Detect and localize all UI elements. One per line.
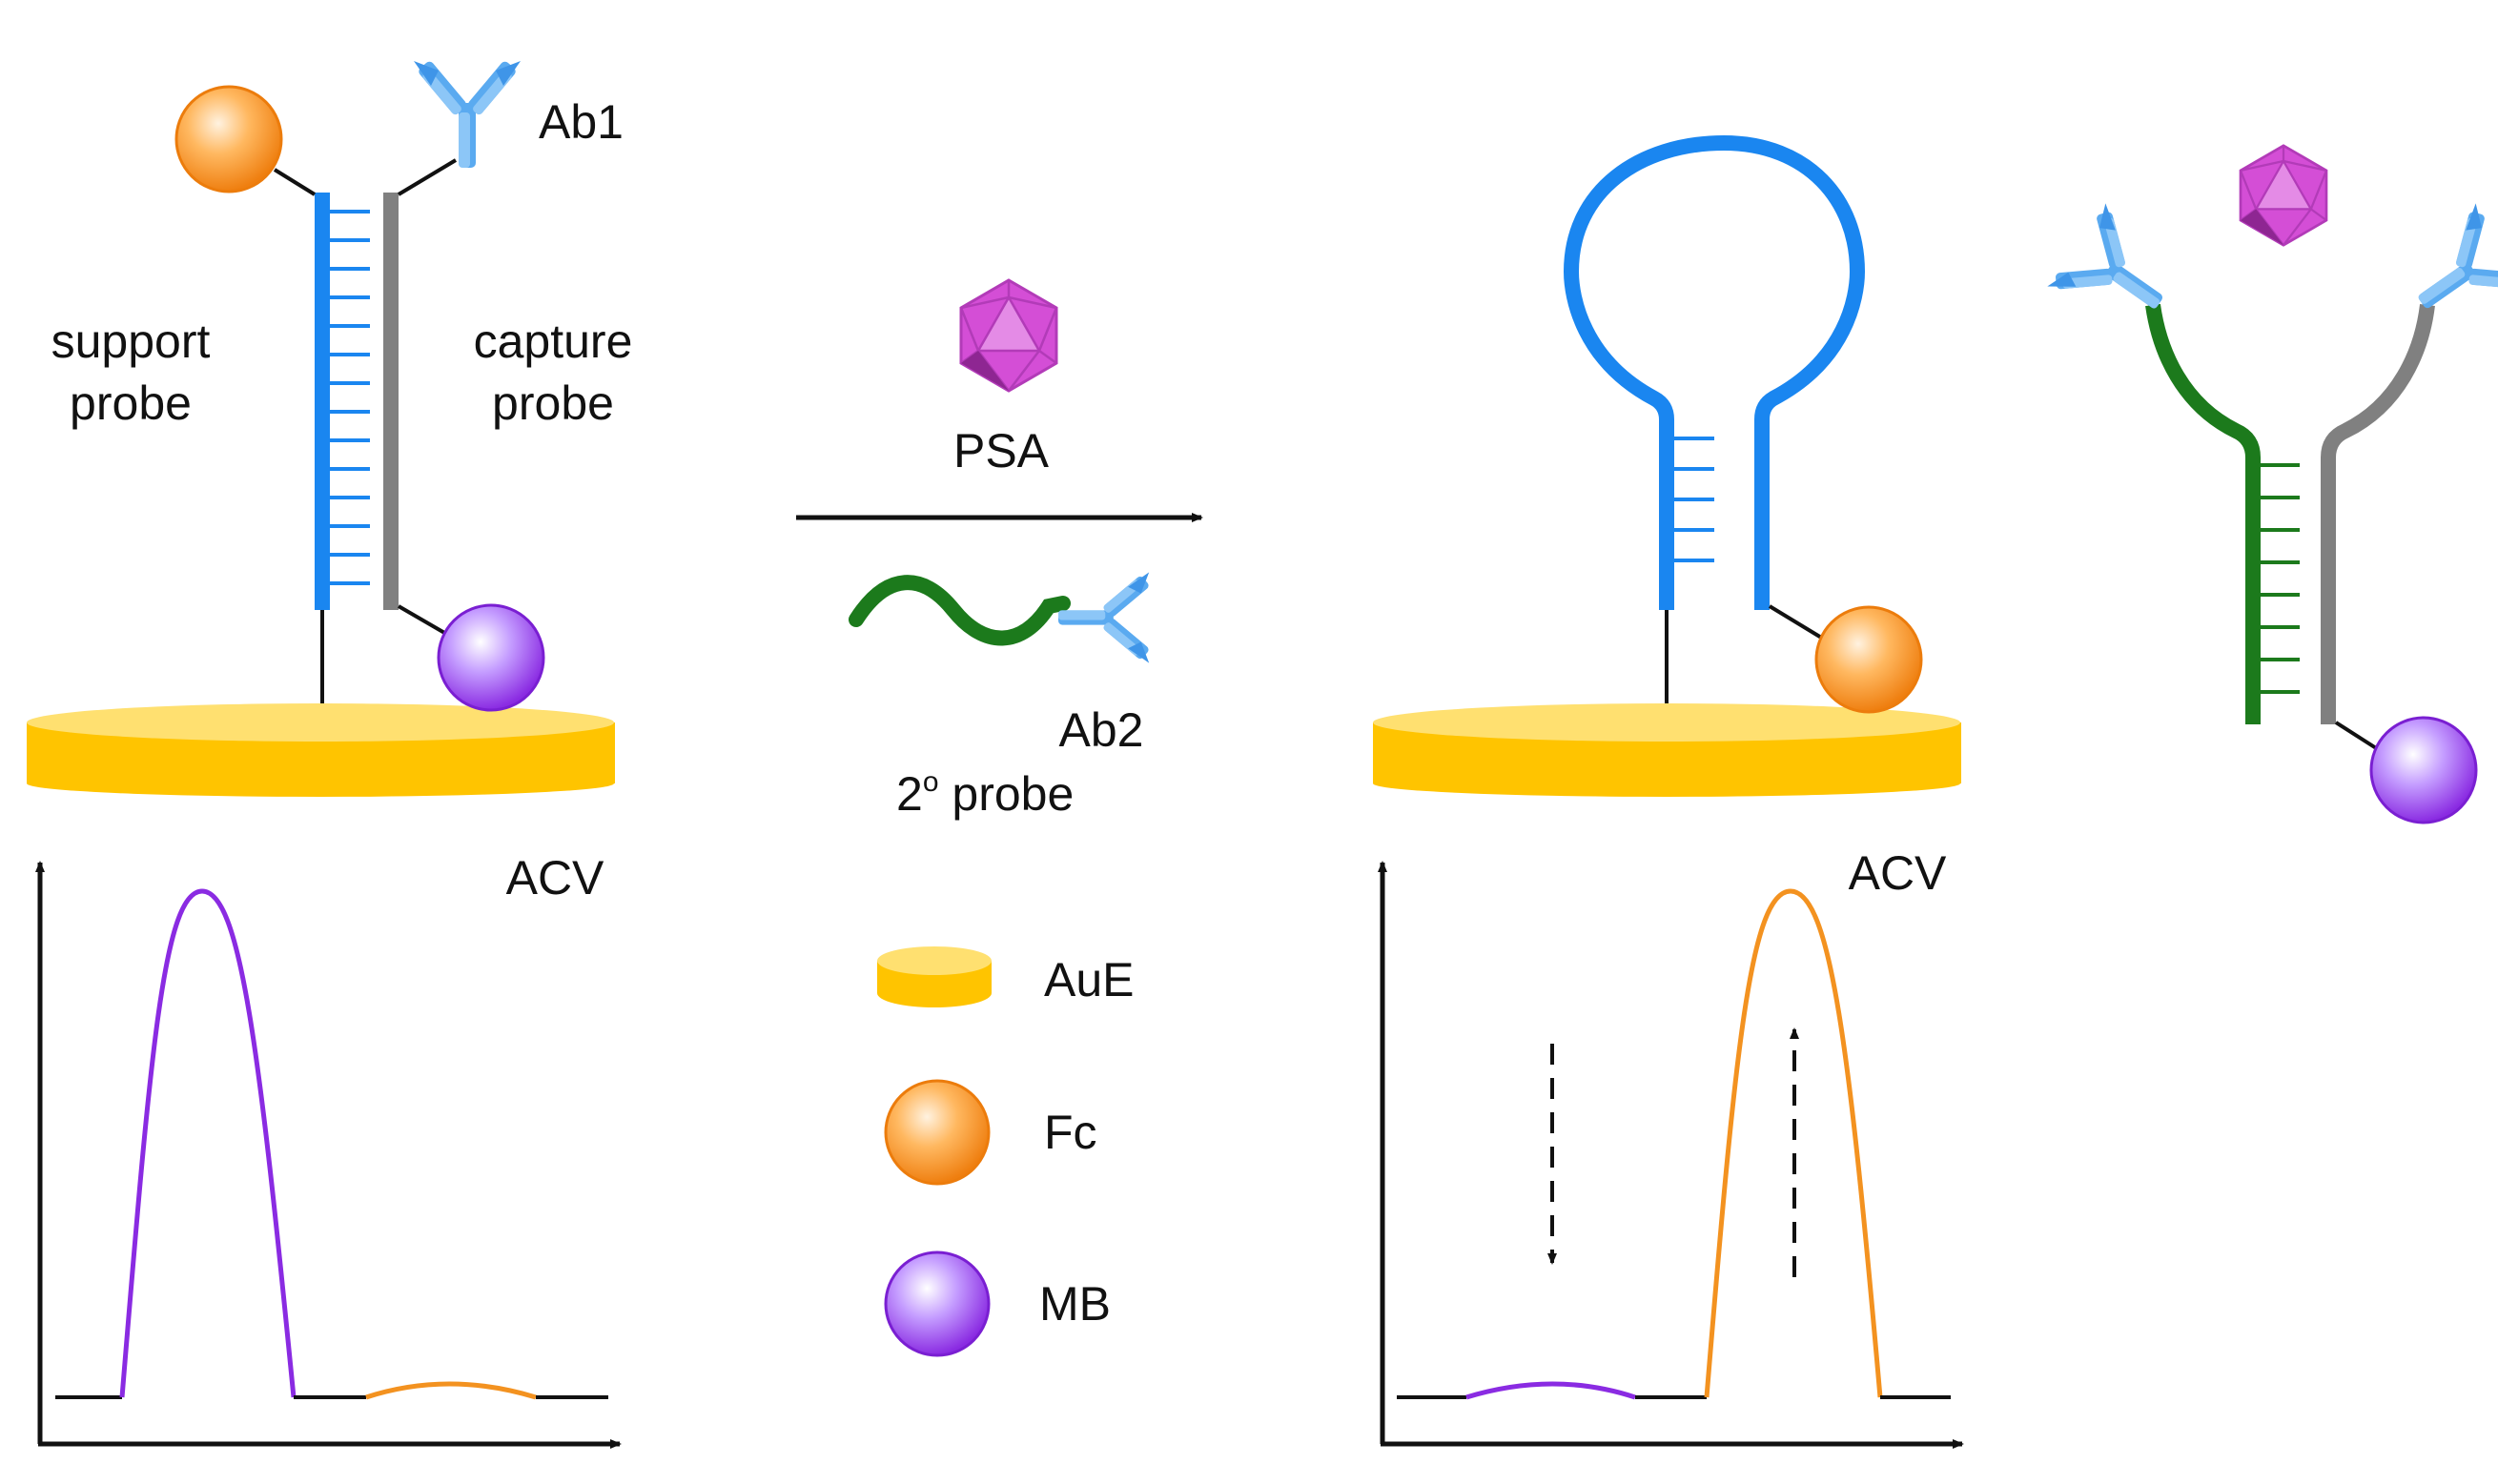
- complex-mb-sphere: [2369, 716, 2478, 824]
- capture-probe-label-line2: probe: [492, 376, 614, 430]
- legend-aue: AuE: [877, 946, 1135, 1007]
- support-probe-label-line2: probe: [70, 376, 192, 430]
- hairpin-fc-linker: [1768, 604, 1825, 640]
- left-fc-peak: [365, 1381, 537, 1400]
- legend-mb-icon: [884, 1250, 991, 1357]
- acv-label-left: ACV: [506, 851, 604, 905]
- second-probe-rest: probe: [939, 767, 1075, 821]
- right-acv-plot: ACV: [1378, 846, 1964, 1449]
- secondary-strand-wave: [849, 575, 1071, 646]
- legend-fc-label: Fc: [1044, 1106, 1097, 1159]
- hairpin-stem-pairs: [1674, 437, 1714, 562]
- ab2-antibody: [1058, 572, 1151, 663]
- reaction-reagents: PSA Ab2 2o probe: [796, 278, 1203, 821]
- second-probe-label: 2o probe: [896, 766, 1074, 821]
- legend-mb-label: MB: [1039, 1277, 1111, 1331]
- left-acv-plot: ACV: [35, 851, 622, 1449]
- ab1-linker: [397, 158, 458, 196]
- support-probe-label-line1: support: [51, 315, 211, 368]
- ab2-label: Ab2: [1059, 703, 1144, 757]
- bound-psa-icon: [2239, 144, 2328, 247]
- fc-sphere: [174, 85, 283, 193]
- bound-ab2-antibody: [2046, 202, 2189, 345]
- capture-strand-arm: [2321, 303, 2435, 724]
- hairpin-strand: [1563, 134, 1866, 610]
- capture-probe-label-line1: capture: [474, 315, 633, 368]
- secondary-strand-arm: [2145, 303, 2261, 724]
- legend-mb: MB: [884, 1250, 1111, 1357]
- left-sensor: Ab1 support probe capture probe: [27, 59, 633, 797]
- fc-linker: [273, 168, 317, 196]
- legend-fc: Fc: [884, 1079, 1097, 1186]
- right-mb-peak: [1465, 1381, 1636, 1400]
- legend-aue-label: AuE: [1044, 953, 1135, 1006]
- released-complex: [2046, 144, 2498, 824]
- second-probe-base: 2: [896, 767, 923, 821]
- legend: AuE Fc MB: [877, 946, 1135, 1357]
- right-electrode: [1373, 703, 1961, 797]
- second-probe-sup: o: [923, 766, 939, 798]
- left-mb-peak: [119, 888, 297, 1398]
- complex-base-pairs: [2261, 463, 2300, 694]
- support-strand: [315, 193, 370, 610]
- left-electrode: [27, 703, 615, 797]
- ab1-antibody: [414, 59, 521, 168]
- hairpin-fc-sphere: [1814, 605, 1923, 714]
- legend-fc-icon: [884, 1079, 991, 1186]
- psa-label: PSA: [953, 424, 1050, 478]
- mb-linker: [397, 604, 448, 636]
- right-fc-peak: [1704, 888, 1883, 1398]
- bound-ab1-antibody: [2392, 202, 2498, 345]
- mb-sphere: [437, 603, 545, 712]
- ab1-label: Ab1: [539, 95, 624, 149]
- psa-icon: [959, 278, 1058, 393]
- acv-label-right: ACV: [1849, 846, 1947, 900]
- right-sensor: [1373, 134, 1961, 797]
